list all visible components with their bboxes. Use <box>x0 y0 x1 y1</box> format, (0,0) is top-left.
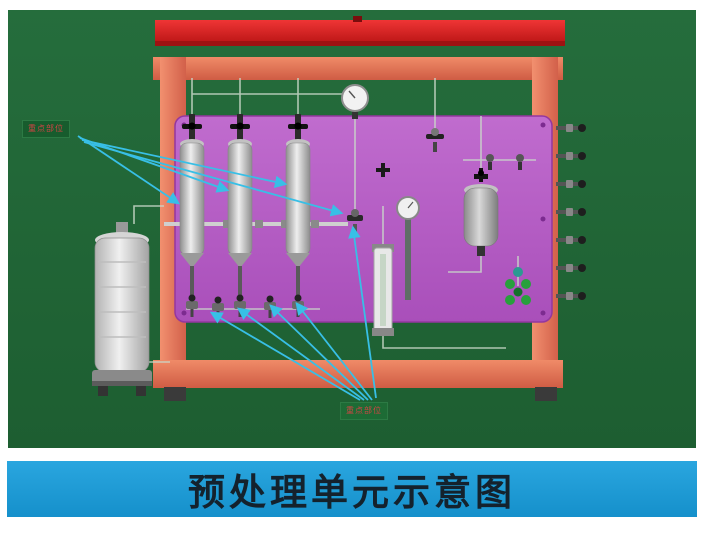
accumulator-cylinder <box>463 168 499 256</box>
process-piping <box>133 78 536 363</box>
callout-arrows-bottom <box>209 225 377 401</box>
key-part-label-top: 重点部位 <box>22 120 70 138</box>
green-cross-valve <box>505 267 531 305</box>
handle-valve-top-right <box>426 128 444 152</box>
cross-fitting-mid <box>376 163 390 177</box>
page-title: 预处理单元示意图 <box>188 472 516 513</box>
pressure-gauge-mid <box>396 196 420 300</box>
red-top-beam <box>155 16 565 46</box>
callout-arrows-top <box>77 135 344 217</box>
pretreatment-unit-diagram: 重点部位 重点部位 <box>8 10 696 448</box>
title-banner: 预处理单元示意图 <box>7 461 697 517</box>
small-fittings-right <box>486 154 524 170</box>
pressure-gauge-top <box>341 84 369 119</box>
diagram-canvas <box>8 10 696 448</box>
flow-meter <box>372 244 394 336</box>
key-part-label-bottom: 重点部位 <box>340 402 388 420</box>
storage-tank <box>92 222 152 396</box>
